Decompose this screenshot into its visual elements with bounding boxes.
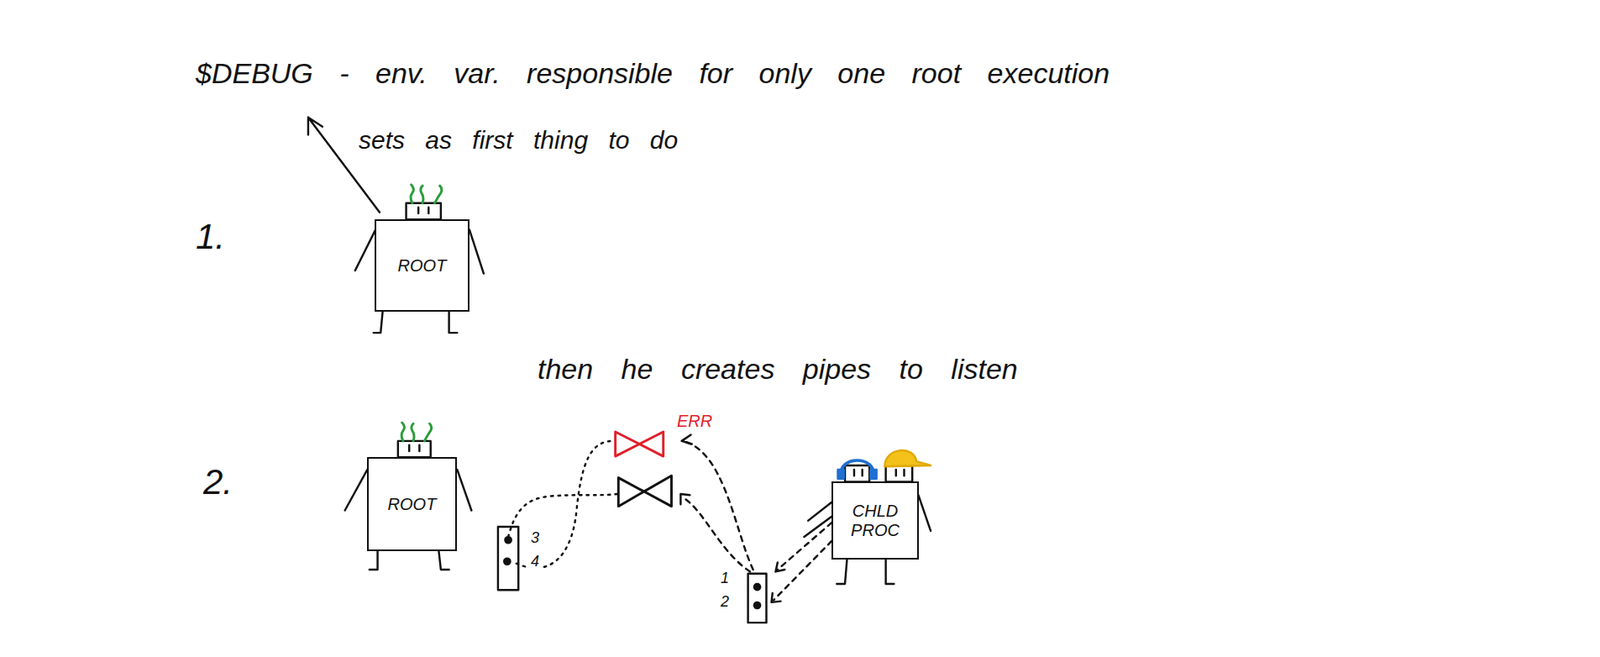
robot-body: ROOT	[367, 456, 457, 551]
note-text: sets as first thing to do	[356, 125, 680, 156]
robot-body: CHLD PROC	[831, 481, 919, 560]
note-text: $DEBUG - env. var. responsible for only …	[194, 57, 1112, 90]
step-number: 1.	[194, 216, 227, 258]
fd-number: 4	[529, 552, 541, 571]
robot-body: ROOT	[374, 219, 470, 312]
step-number: 2.	[201, 461, 235, 503]
fd-number: 3	[529, 529, 541, 547]
root-robot-figure	[345, 422, 473, 570]
err-pipe	[615, 431, 664, 457]
child-process-figure	[803, 450, 931, 584]
note-text: then he creates pipes to listen	[535, 352, 1020, 386]
robot-label: ROOT	[398, 256, 447, 276]
robot-label: CHLD PROC	[845, 501, 905, 541]
fd-device	[748, 573, 767, 623]
fd-number: 1	[718, 569, 731, 588]
pipe	[618, 475, 672, 506]
pipe-label: ERR	[675, 411, 714, 431]
robot-label: ROOT	[388, 494, 437, 515]
fd-number: 2	[718, 592, 731, 611]
